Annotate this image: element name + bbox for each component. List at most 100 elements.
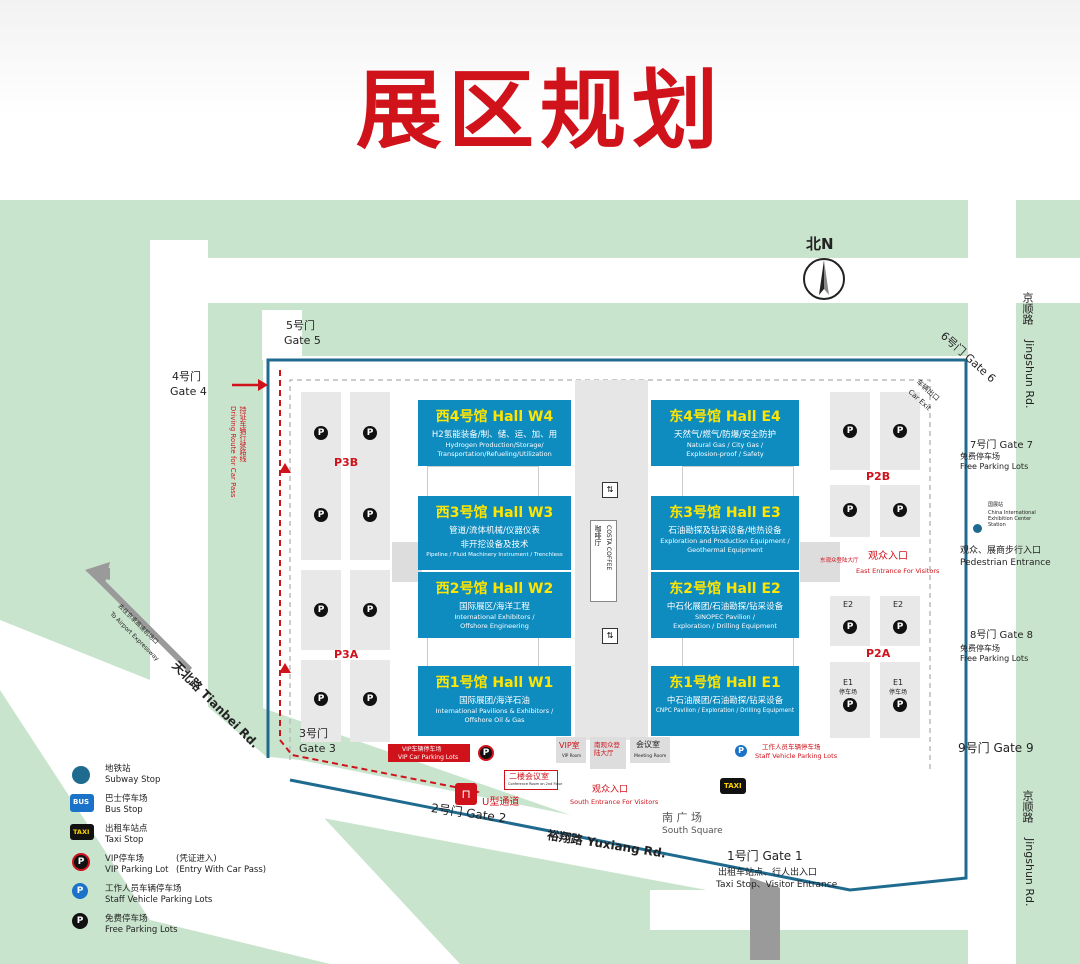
free-parking-icon: P <box>893 698 907 712</box>
hall-w4-cn: H2氢能装备/制、储、运、加、用 <box>431 430 558 440</box>
vip-parking-en: VIP Car Parking Lots <box>398 754 459 761</box>
parking-lot-p3b-3: P <box>301 472 341 560</box>
hall-w3-en1: Pipeline / Fluid Machinery Instrument / … <box>426 552 563 558</box>
free-parking-icon: P <box>363 426 377 440</box>
hall-e4[interactable]: 东4号馆 Hall E4 天然气/燃气/防爆/安全防护 Natural Gas … <box>651 400 799 466</box>
hall-e1-cn: 中石油展团/石油勘探/钻采设备 <box>666 696 784 706</box>
west-entrance-hall <box>392 542 422 582</box>
free-parking-icon: P <box>363 508 377 522</box>
hall-w2-name: 西2号馆 Hall W2 <box>435 581 554 597</box>
second-floor-en: Conference Room on 2nd Floor <box>508 782 563 786</box>
parking-lot-p2b-1: P <box>830 392 870 470</box>
gate7-free-en: Free Parking Lots <box>960 462 1029 471</box>
free-parking-icon: P <box>314 692 328 706</box>
hall-e4-cn: 天然气/燃气/防爆/安全防护 <box>673 430 777 440</box>
legend-subway-en: Subway Stop <box>105 775 161 785</box>
page-title: 展区规划 <box>356 61 724 161</box>
hall-w3-name: 西3号馆 Hall W3 <box>435 505 554 521</box>
hall-e3-en2: Geothermal Equipment <box>687 546 763 554</box>
legend-vip-note-cn: (凭证进入) <box>176 854 217 864</box>
road-west-vertical <box>150 240 208 760</box>
hall-e4-name: 东4号馆 Hall E4 <box>669 409 781 425</box>
free-parking-icon: P <box>893 503 907 517</box>
road-jingshun-south-en: Jingshun Rd. <box>1023 838 1036 907</box>
staff-parking-en: Staff Vehicle Parking Lots <box>755 752 838 760</box>
e1-label: E1 <box>843 678 854 687</box>
legend-free-cn: 免费停车场 <box>105 914 148 924</box>
legend-taxi-cn: 出租车站点 <box>105 824 148 834</box>
pedestrian-cn: 观众、展商步行入口 <box>960 546 1042 556</box>
taxi-sign: TAXI <box>724 782 742 790</box>
hall-e2-name: 东2号馆 Hall E2 <box>669 581 781 597</box>
east-entrance-hall <box>800 542 840 582</box>
zone-p2b: P2B <box>866 470 891 483</box>
compass-label: 北N <box>806 235 834 253</box>
gate1-label: 1号门 Gate 1 <box>727 849 803 863</box>
subway-station-cn: 国展站 <box>988 502 1004 508</box>
legend-bus-cn: 巴士停车场 <box>105 794 148 804</box>
hall-w1-cn: 国际展团/海洋石油 <box>459 696 530 706</box>
free-parking-icon: P <box>893 620 907 634</box>
legend-vip-note-en: (Entry With Car Pass) <box>176 865 267 875</box>
road-jingshun-south-cn: 京顺路 <box>1021 790 1034 823</box>
e1-label: E1 <box>893 678 904 687</box>
taxi-stop-icon: TAXI <box>720 778 746 794</box>
subway-icon <box>72 766 90 784</box>
south-square-cn: 南 广 场 <box>662 811 702 824</box>
connector-w2-w1 <box>427 636 539 668</box>
gate8-free-cn: 免费停车场 <box>960 644 1000 653</box>
legend-subway-cn: 地铁站 <box>105 764 131 774</box>
staff-parking-icon: P <box>72 883 88 899</box>
parking-lot-e2-1: E2 P <box>830 596 870 646</box>
free-parking-icon: P <box>314 426 328 440</box>
hall-e3-cn: 石油勘探及钻采设备/地热设备 <box>668 526 782 536</box>
gate9-label: 9号门 Gate 9 <box>958 741 1034 755</box>
e1-sub: 停车场 <box>839 689 858 696</box>
hall-w3-cn: 管道/流体机械/仪器仪表 <box>449 526 540 536</box>
south-visitor-hall: 南观众登陆大厅 <box>590 737 626 769</box>
vip-room-en: VIP Room <box>562 753 581 758</box>
escalator-south: ⇅ <box>602 628 618 644</box>
hall-w2-en1: International Exhibitors / <box>454 613 535 621</box>
hall-w2[interactable]: 西2号馆 Hall W2 国际展区/海洋工程 International Exh… <box>418 572 571 638</box>
hall-e3[interactable]: 东3号馆 Hall E3 石油勘探及钻采设备/地热设备 Exploration … <box>651 496 799 570</box>
u-turn-label: U型通道 <box>482 797 520 808</box>
hall-w3[interactable]: 西3号馆 Hall W3 管道/流体机械/仪器仪表 非开挖设备及技术 Pipel… <box>418 496 571 570</box>
gate8-label: 8号门 Gate 8 <box>970 630 1034 641</box>
hall-w1[interactable]: 西1号馆 Hall W1 国际展团/海洋石油 International Pav… <box>418 666 571 736</box>
legend-bus-en: Bus Stop <box>105 805 143 815</box>
gate5-cn: 5号门 <box>286 319 315 332</box>
free-parking-icon: P <box>314 508 328 522</box>
gate5-en: Gate 5 <box>284 334 321 347</box>
vip-parking-cn: VIP车辆停车场 <box>402 746 442 753</box>
parking-lot-p3b-2: P <box>350 392 390 478</box>
road-north-band <box>150 258 1080 303</box>
vip-parking-icon: P <box>478 745 494 761</box>
hall-e1[interactable]: 东1号馆 Hall E1 中石油展团/石油勘探/钻采设备 CNPC Pavili… <box>651 666 799 736</box>
east-entrance-en: East Entrance For Visitors <box>856 567 940 575</box>
bus-icon-text: BUS <box>73 798 90 806</box>
costa-cn: 咖啡厅 <box>594 525 602 546</box>
gate7-label: 7号门 Gate 7 <box>970 440 1034 451</box>
hall-e2-en2: Exploration / Drilling Equipment <box>673 622 777 630</box>
staff-parking-cn: 工作人员车辆停车场 <box>762 743 821 751</box>
legend-staff-cn: 工作人员车辆停车场 <box>105 884 182 894</box>
vip-parking-icon: P <box>72 853 90 871</box>
parking-lot-e1-1: E1 停车场 P <box>830 662 870 738</box>
costa-coffee: 咖啡厅 COSTA COFFEE <box>590 520 617 602</box>
parking-lot-p3a-4: P <box>350 660 390 742</box>
hall-w4-name: 西4号馆 Hall W4 <box>435 409 554 425</box>
header-band <box>0 0 1080 190</box>
taxi-icon: TAXI <box>70 824 94 840</box>
zone-p3a: P3A <box>334 648 359 661</box>
parking-lot-p2b-4: P <box>880 485 920 537</box>
hall-w2-cn: 国际展区/海洋工程 <box>459 602 530 612</box>
e1-sub: 停车场 <box>889 689 908 696</box>
staff-parking-icon: P <box>735 745 747 757</box>
hall-w3-cn2: 非开挖设备及技术 <box>460 540 529 550</box>
zone-p3b: P3B <box>334 456 359 469</box>
parking-lot-p3a-1: P <box>301 570 341 650</box>
vip-room-label: VIP室 <box>559 741 580 750</box>
hall-w4[interactable]: 西4号馆 Hall W4 H2氢能装备/制、储、运、加、用 Hydrogen P… <box>418 400 571 466</box>
hall-e2[interactable]: 东2号馆 Hall E2 中石化展团/石油勘探/钻采设备 SINOPEC Pav… <box>651 572 799 638</box>
